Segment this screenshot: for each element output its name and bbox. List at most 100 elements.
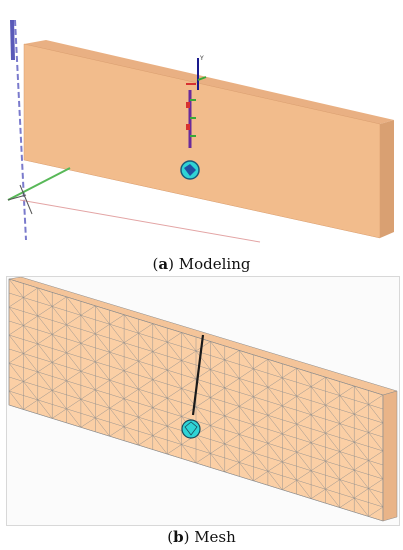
mesh-edge [80, 413, 96, 419]
mesh-edge [66, 366, 81, 372]
mesh-edge [296, 465, 312, 471]
mesh-edge [224, 429, 240, 435]
mesh-edge [23, 343, 38, 354]
mesh-edge [296, 409, 312, 415]
mesh-edge [224, 415, 240, 421]
mesh-edge [8, 306, 24, 326]
mesh-edge [354, 385, 369, 391]
mesh-edge [138, 374, 153, 380]
mesh-edge [167, 383, 182, 389]
mesh-edge [167, 332, 182, 343]
mesh-edge [138, 430, 153, 436]
mesh-edge [52, 306, 67, 312]
mesh-edge [80, 301, 96, 307]
mesh-edge [8, 381, 24, 392]
mesh-edge [109, 365, 125, 371]
mesh-edge [354, 483, 369, 489]
mesh-edge [8, 292, 24, 298]
mesh-edge [66, 343, 82, 353]
mesh-edge [167, 411, 182, 417]
mesh-edge [354, 497, 369, 517]
mesh-edge [325, 432, 340, 438]
mesh-edge [267, 415, 283, 421]
mesh-edge [80, 315, 96, 321]
mesh-edge [282, 377, 297, 383]
mesh-edge [339, 441, 355, 452]
mesh-edge [339, 469, 355, 480]
mesh-edge [325, 489, 340, 508]
mesh-edge [152, 449, 168, 455]
mesh-edge [296, 452, 312, 471]
mesh-edge [239, 448, 254, 454]
mesh-edge [152, 369, 168, 380]
mesh-edge [37, 385, 53, 391]
mesh-edge [95, 347, 110, 353]
mesh-edge [152, 351, 168, 371]
mesh-edge [224, 457, 240, 463]
mesh-edge [52, 404, 67, 410]
mesh-edge [66, 338, 81, 344]
mesh-edge [66, 408, 81, 414]
mesh-side-face [382, 390, 398, 522]
mesh-edge [325, 433, 340, 452]
mesh-edge [239, 378, 254, 384]
mesh-edge [123, 398, 139, 418]
mesh-edge [138, 417, 153, 436]
mesh-edge [239, 424, 254, 435]
mesh-edge [239, 406, 254, 412]
caption-b-letter: b [173, 528, 184, 546]
mesh-edge [354, 413, 369, 419]
mesh-edge [37, 371, 53, 377]
mesh-edge [239, 392, 254, 398]
mesh-edge [282, 461, 297, 481]
mesh-edge [66, 380, 82, 400]
mesh-edge [325, 395, 340, 406]
mesh-edge [325, 418, 340, 424]
mesh-edge [109, 337, 125, 343]
mesh-edge [152, 407, 168, 413]
mesh-edge [23, 297, 38, 303]
mesh-edge [267, 401, 283, 407]
mesh-edge [224, 387, 240, 393]
axis-z [7, 167, 71, 201]
mesh-edge [368, 488, 384, 494]
mesh-edge [296, 396, 312, 415]
mesh-edge [282, 419, 297, 425]
mesh-edge [267, 433, 283, 444]
mesh-edge [267, 461, 283, 472]
mesh-edge [124, 370, 139, 376]
mesh-edge [339, 413, 355, 424]
mesh-edge [282, 368, 297, 378]
mesh-edge [8, 320, 24, 326]
mesh-edge [195, 350, 211, 370]
mesh-edge [368, 506, 384, 517]
mesh-edge [282, 433, 297, 439]
modeling-view: Y [0, 0, 403, 250]
mesh-edge [109, 352, 125, 371]
mesh-edge [152, 341, 168, 352]
mesh-edge [80, 305, 96, 316]
mesh-edge [66, 352, 82, 372]
mesh-edge [23, 395, 38, 401]
mesh-edge [195, 420, 211, 426]
mesh-edge [195, 448, 211, 454]
mesh-edge [239, 462, 254, 481]
mesh-edge [80, 417, 96, 428]
mesh-edge [325, 405, 340, 424]
mesh-edge [354, 469, 369, 489]
mesh-edge [66, 394, 81, 400]
mesh-edge [167, 397, 182, 403]
mesh-edge [325, 376, 340, 382]
mesh-edge [253, 452, 268, 458]
mesh-edge [8, 362, 24, 382]
mesh-edge [8, 353, 24, 364]
mesh-edge [368, 478, 384, 489]
axis-origin-2 [19, 184, 33, 215]
mesh-edge [52, 334, 67, 353]
mesh-view [6, 276, 400, 526]
mesh-edge [210, 425, 225, 445]
mesh-edge [354, 432, 369, 443]
mesh-edge [152, 393, 168, 399]
mesh-edge [368, 422, 384, 433]
mesh-edge [253, 396, 269, 416]
